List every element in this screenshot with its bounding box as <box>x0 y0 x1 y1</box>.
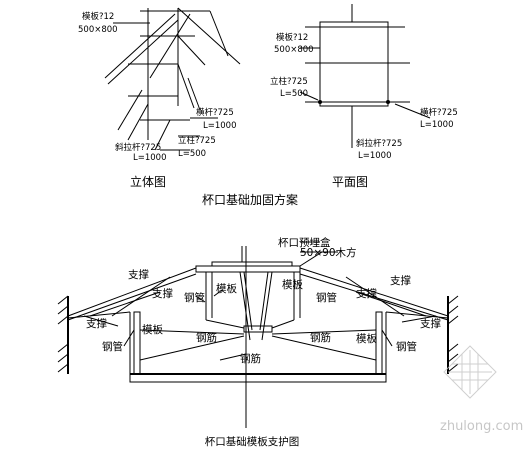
label-steel-tube-left: 钢管 <box>184 291 205 304</box>
plan-shoring-label: 模板?12 <box>276 32 308 43</box>
watermark-logo <box>443 345 497 399</box>
plan-shoring-size: 500×800 <box>274 45 314 55</box>
label-brace-left-upper: 支撑 <box>128 268 149 281</box>
label-formwork-right-side: 模板 <box>356 332 377 345</box>
plan-standing-label: 立柱?725 <box>270 76 308 87</box>
label-steel-tube-left-lower: 钢管 <box>102 340 123 353</box>
section-view: 杯口预埋盒 50×90木方 支撑 支撑 钢管 模板 支撑 模板 钢管 钢筋 钢筋… <box>57 236 459 448</box>
label-steel-tube-right: 钢管 <box>316 291 337 304</box>
elevation-shoring-size: 500×800 <box>78 25 118 35</box>
plan-diagonal-length: L=1000 <box>358 151 392 161</box>
plan-crossbar-length: L=1000 <box>420 120 454 130</box>
label-rebar-right: 钢筋 <box>310 331 331 344</box>
elevation-diagonal-label: 斜拉杆?725 <box>115 142 161 153</box>
label-formwork-right: 模板 <box>282 278 303 291</box>
elevation-shoring-label: 模板?12 <box>82 11 114 22</box>
elevation-crossbar-length: L=1000 <box>203 121 237 131</box>
section-caption: 杯口基础模板支护图 <box>205 435 300 448</box>
plan-caption: 平面图 <box>332 175 368 189</box>
scheme-title: 杯口基础加固方案 <box>202 192 298 207</box>
elevation-diagonal-length: L=1000 <box>133 153 167 163</box>
label-formwork-left-side: 模板 <box>142 323 163 336</box>
label-brace-right-upper: 支撑 <box>390 274 411 287</box>
elevation-caption: 立体图 <box>130 174 166 189</box>
plan-diagonal-label: 斜拉杆?725 <box>356 138 402 149</box>
elevation-crossbar-label: 横杆?725 <box>196 107 234 118</box>
label-formwork-left: 模板 <box>216 282 237 295</box>
label-brace-left: 支撑 <box>152 287 173 300</box>
label-brace-right: 支撑 <box>356 287 377 300</box>
label-steel-tube-right-lower: 钢管 <box>396 340 417 353</box>
plan-standing-length: L=500 <box>280 89 308 99</box>
elevation-standing-length: L=500 <box>178 149 206 159</box>
label-cup-box: 杯口预埋盒 <box>278 236 331 249</box>
plan-crossbar-label: 横杆?725 <box>420 107 458 118</box>
elevation-view: 模板?12 500×800 横杆?725 L=1000 立柱?725 L=500… <box>78 7 241 189</box>
label-timber: 50×90木方 <box>300 246 357 259</box>
elevation-standing-label: 立柱?725 <box>178 135 216 146</box>
plan-view: 模板?12 500×800 立柱?725 L=500 横杆?725 L=1000… <box>270 4 458 189</box>
label-brace-left-lower: 支撑 <box>86 317 107 330</box>
watermark: zhulong.com <box>440 345 523 434</box>
label-brace-right-lower: 支撑 <box>420 317 441 330</box>
label-rebar-left: 钢筋 <box>196 331 217 344</box>
label-rebar-center: 钢筋 <box>240 352 261 365</box>
watermark-text: zhulong.com <box>440 419 523 434</box>
